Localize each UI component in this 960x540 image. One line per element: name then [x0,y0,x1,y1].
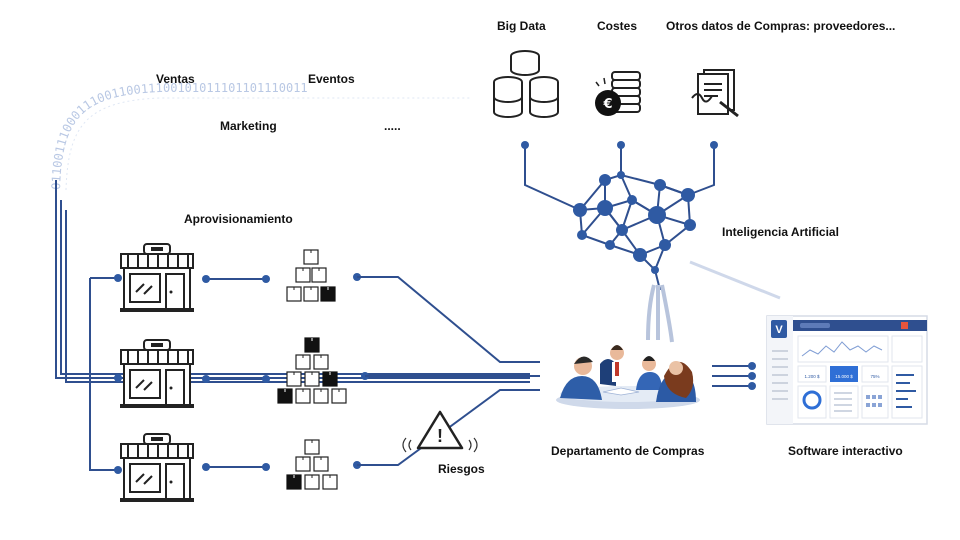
big-data-label: Big Data [497,19,546,33]
ventas-label: Ventas [156,72,195,86]
svg-text:1.200 $: 1.200 $ [804,374,820,379]
store-icon [119,339,195,409]
store-icon [119,243,195,313]
otros-datos-label: Otros datos de Compras: proveedores... [666,19,896,33]
dashboard-screen-icon: V 1.200 $ 15.000 $ 75% [766,315,928,425]
departamento-compras-label: Departamento de Compras [551,444,705,458]
aprovisionamiento-label: Aprovisionamiento [184,212,293,226]
boxes-icon [286,439,338,490]
warning-icon: ! [402,410,478,453]
ellipsis-label: ..... [384,119,401,133]
euro-coins-icon: € [595,71,641,116]
marketing-label: Marketing [220,119,277,133]
svg-text:75%: 75% [870,374,879,379]
store-icon [119,433,195,503]
meeting-people-icon [556,345,700,409]
svg-text:V: V [775,324,783,336]
database-icon [493,50,559,118]
data-feed-lines [55,180,530,471]
link-dots [202,273,369,471]
department-software-links [712,365,752,387]
software-dots [748,362,756,390]
boxes-icon [277,337,347,404]
riesgos-label: Riesgos [438,462,485,476]
binary-data-stream: 0110011100011100110011100101011101101110… [49,81,470,191]
store-box-links [206,278,266,468]
store-entry-dots [114,274,122,474]
software-interactivo-label: Software interactivo [788,444,903,458]
binary-stream-text: 0110011100011100110011100101011101101110… [49,81,308,190]
svg-text:15.000 $: 15.000 $ [835,374,853,379]
signed-document-icon [691,69,739,118]
eventos-label: Eventos [308,72,355,86]
boxes-icon [286,249,336,302]
svg-text:€: € [602,97,612,112]
inteligencia-artificial-label: Inteligencia Artificial [722,225,839,239]
svg-text:!: ! [437,426,443,446]
neural-brain-icon [521,141,781,343]
costes-label: Costes [597,19,638,33]
